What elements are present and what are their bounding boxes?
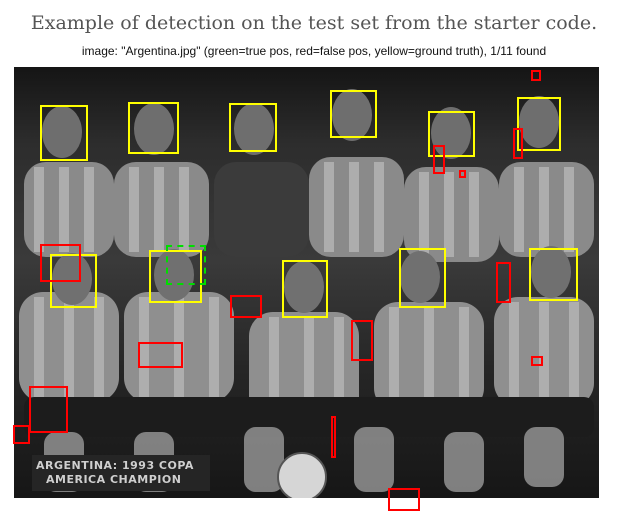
false-positive-box: [531, 70, 541, 81]
ground-truth-box: [128, 102, 179, 154]
false-positive-box: [513, 128, 523, 159]
ground-truth-box: [282, 260, 328, 318]
banner-line-1: ARGENTINA: 1993 COPA: [36, 459, 194, 472]
false-positive-box: [138, 342, 183, 368]
false-positive-box: [29, 386, 68, 433]
ground-truth-box: [529, 248, 578, 301]
false-positive-box: [351, 320, 373, 361]
banner-line-2: AMERICA CHAMPION: [46, 473, 182, 486]
ground-truth-box: [40, 105, 88, 161]
ground-truth-box: [517, 97, 561, 151]
false-positive-box: [531, 356, 543, 366]
ground-truth-box: [229, 103, 277, 152]
ground-truth-box: [428, 111, 475, 157]
page-caption: Example of detection on the test set fro…: [30, 12, 598, 34]
false-positive-box: [433, 145, 445, 174]
ground-truth-box: [149, 250, 202, 303]
photo-scene: [19, 89, 594, 498]
false-positive-box: [496, 262, 511, 303]
ground-truth-box: [399, 248, 446, 308]
false-positive-box: [388, 488, 420, 511]
false-positive-box: [13, 425, 30, 444]
team-banner: ARGENTINA: 1993 COPA AMERICA CHAMPION: [36, 459, 206, 487]
true-positive-box: [166, 245, 206, 285]
false-positive-box: [40, 244, 81, 282]
false-positive-box: [459, 170, 466, 178]
ground-truth-box: [330, 90, 377, 138]
figure-title: image: "Argentina.jpg" (green=true pos, …: [81, 44, 547, 58]
team-photo: ARGENTINA: 1993 COPA AMERICA CHAMPION: [14, 67, 599, 498]
false-positive-box: [331, 416, 336, 458]
false-positive-box: [230, 295, 262, 318]
